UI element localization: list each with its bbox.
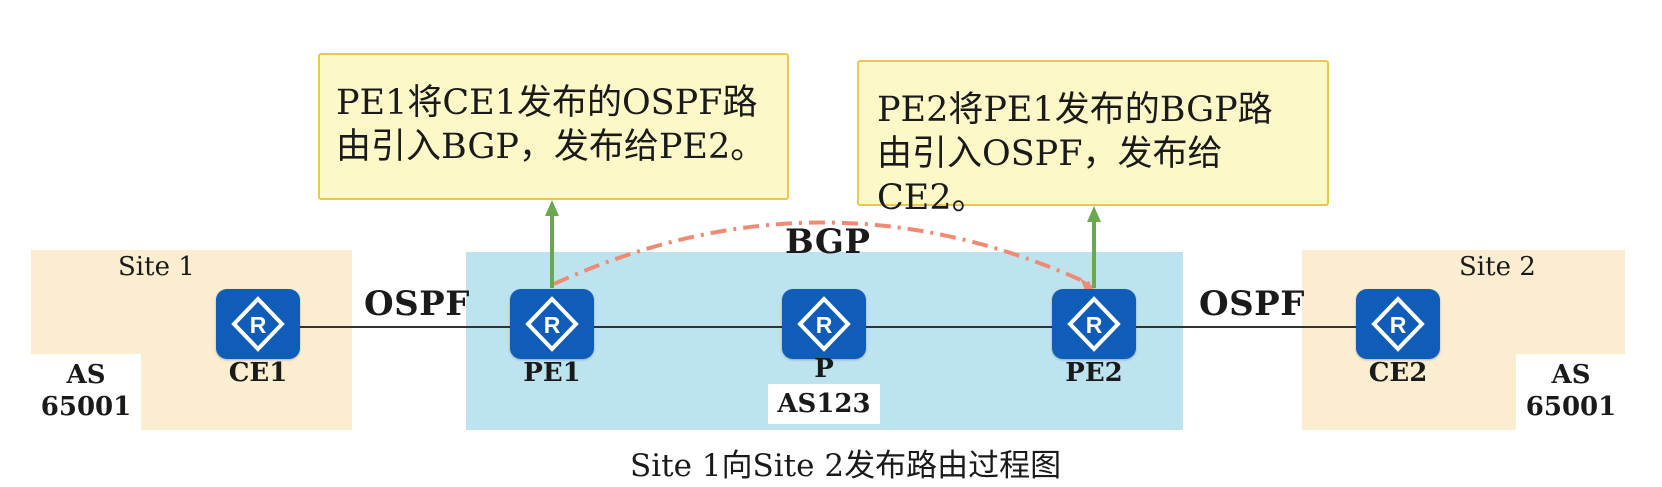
- pe2-arrowhead: [1087, 206, 1101, 222]
- diagram-caption: Site 1向Site 2发布路由过程图: [630, 448, 1062, 484]
- bgp-session-arc: [553, 220, 1095, 288]
- site1-as: AS 65001: [31, 359, 141, 423]
- router-p-label: P: [814, 354, 834, 384]
- site1-as-label: AS: [66, 360, 106, 390]
- router-pe2[interactable]: R: [1052, 289, 1136, 359]
- bgp-label: BGP: [785, 222, 871, 262]
- ospf-right-label: OSPF: [1199, 284, 1305, 324]
- router-icon: R: [231, 296, 285, 352]
- callout-pe1: PE1将CE1发布的OSPF路 由引入BGP，发布给PE2。: [318, 53, 789, 200]
- site2-as-number: 65001: [1525, 392, 1617, 422]
- pe1-arrowhead: [545, 200, 559, 216]
- site1-label: Site 1: [118, 252, 195, 282]
- router-ce2-label: CE2: [1368, 358, 1428, 388]
- router-icon: R: [1371, 296, 1425, 352]
- callout-pe2: PE2将PE1发布的BGP路 由引入OSPF，发布给CE2。: [857, 60, 1329, 218]
- router-pe1-label: PE1: [523, 358, 581, 388]
- svg-text:R: R: [1086, 312, 1103, 338]
- svg-text:R: R: [250, 312, 267, 338]
- router-pe1[interactable]: R: [510, 289, 594, 359]
- core-as-label: AS123: [768, 384, 880, 424]
- ospf-left-label: OSPF: [364, 284, 470, 324]
- router-ce1[interactable]: R: [216, 289, 300, 359]
- router-ce1-label: CE1: [228, 358, 288, 388]
- svg-text:R: R: [816, 312, 833, 338]
- site2-as-label: AS: [1551, 360, 1591, 390]
- callout-pe1-line2: 由引入BGP，发布给PE2。: [336, 127, 766, 167]
- callout-pe2-line1: PE2将PE1发布的BGP路: [877, 90, 1273, 130]
- router-icon: R: [1067, 296, 1121, 352]
- callout-pe1-line1: PE1将CE1发布的OSPF路: [336, 83, 758, 123]
- svg-text:R: R: [1390, 312, 1407, 338]
- site1-as-number: 65001: [40, 392, 132, 422]
- router-p[interactable]: R: [782, 289, 866, 359]
- callout-pe2-line2: 由引入OSPF，发布给CE2。: [877, 134, 1223, 218]
- site1-as-cutout: [31, 354, 141, 434]
- router-icon: R: [797, 296, 851, 352]
- site2-as: AS 65001: [1516, 359, 1626, 423]
- svg-text:R: R: [544, 312, 561, 338]
- site2-label: Site 2: [1459, 252, 1536, 282]
- router-icon: R: [525, 296, 579, 352]
- router-ce2[interactable]: R: [1356, 289, 1440, 359]
- site2-as-cutout: [1516, 354, 1626, 434]
- router-pe2-label: PE2: [1065, 358, 1123, 388]
